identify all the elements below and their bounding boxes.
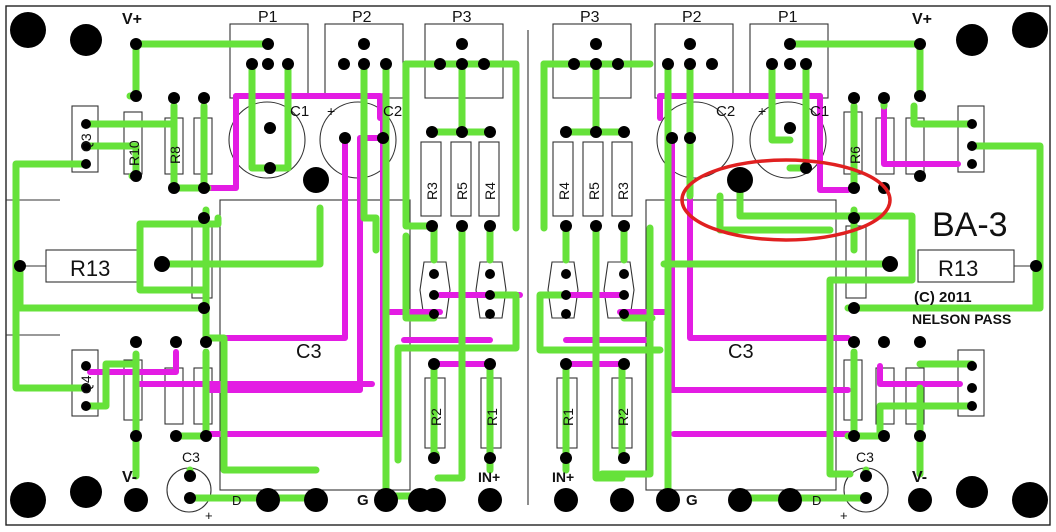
top-traces [12, 40, 1044, 502]
label-r4: R4 [482, 182, 498, 200]
mounting-hole [70, 24, 102, 56]
mounting-hole [1012, 12, 1048, 48]
label-c3-small: C3 [182, 449, 200, 465]
label-v-plus-right: V+ [912, 11, 932, 28]
label-r8: R8 [167, 146, 183, 164]
label-r13-right: R13 [938, 256, 978, 281]
label-c3-big-right: C3 [728, 341, 754, 363]
label-r10: R10 [126, 140, 142, 166]
label-q3: Q3 [78, 133, 94, 152]
label-d: D [232, 493, 241, 508]
mounting-hole [70, 476, 102, 508]
mounting-hole [10, 482, 46, 518]
label-p3: P3 [452, 9, 472, 26]
label-v-plus: V+ [122, 11, 142, 28]
label-in-plus: IN+ [478, 469, 500, 485]
label-p1-right: P1 [778, 9, 798, 26]
label-in-minus: IN+ [552, 469, 574, 485]
label-plus: + [327, 103, 335, 119]
label-r2-right: R2 [615, 408, 631, 426]
mounting-hole [956, 24, 988, 56]
label-r3-right: R3 [615, 182, 631, 200]
board-author: NELSON PASS [912, 311, 1011, 327]
board-copyright: (C) 2011 [914, 289, 972, 306]
label-r3: R3 [424, 182, 440, 200]
highlight-ellipse [680, 158, 892, 242]
label-r2: R2 [428, 408, 444, 426]
mounting-holes [10, 12, 1048, 518]
label-c2-right: C2 [716, 103, 735, 120]
label-c3-small-right: C3 [856, 449, 874, 465]
mounting-hole [1012, 482, 1048, 518]
label-p2: P2 [352, 9, 372, 26]
label-g-right: G [686, 492, 698, 509]
label-d-right: D [812, 493, 821, 508]
label-c3-big: C3 [296, 341, 322, 363]
pads [14, 38, 1042, 512]
label-v-minus: V- [122, 469, 137, 486]
mounting-hole [956, 476, 988, 508]
label-p1: P1 [258, 9, 278, 26]
mounting-hole [10, 12, 46, 48]
label-plus-bottom-right: + [840, 508, 848, 523]
board-title: BA-3 [932, 206, 1008, 244]
silkscreen [6, 23, 1036, 513]
label-c1-right: C1 [810, 103, 829, 120]
label-r1-right: R1 [560, 408, 576, 426]
label-q4: Q4 [78, 375, 94, 394]
label-v-minus-right: V- [912, 469, 927, 486]
label-r13: R13 [70, 256, 110, 281]
label-r5-right: R5 [586, 182, 602, 200]
label-r1: R1 [484, 408, 500, 426]
label-p3-right: P3 [580, 9, 600, 26]
label-r5: R5 [454, 182, 470, 200]
label-plus-right: + [758, 103, 766, 119]
label-r6: R6 [847, 146, 863, 164]
board-outline [5, 5, 1051, 526]
label-c1: C1 [290, 103, 309, 120]
silkscreen-labels: V+ P1 P2 P3 C1 C2 + R10 R8 Q3 Q4 R3 R5 R… [70, 9, 1011, 523]
label-p2-right: P2 [682, 9, 702, 26]
label-r4-right: R4 [556, 182, 572, 200]
label-g: G [357, 492, 369, 509]
label-c2: C2 [383, 103, 402, 120]
label-plus-bottom: + [205, 508, 213, 523]
